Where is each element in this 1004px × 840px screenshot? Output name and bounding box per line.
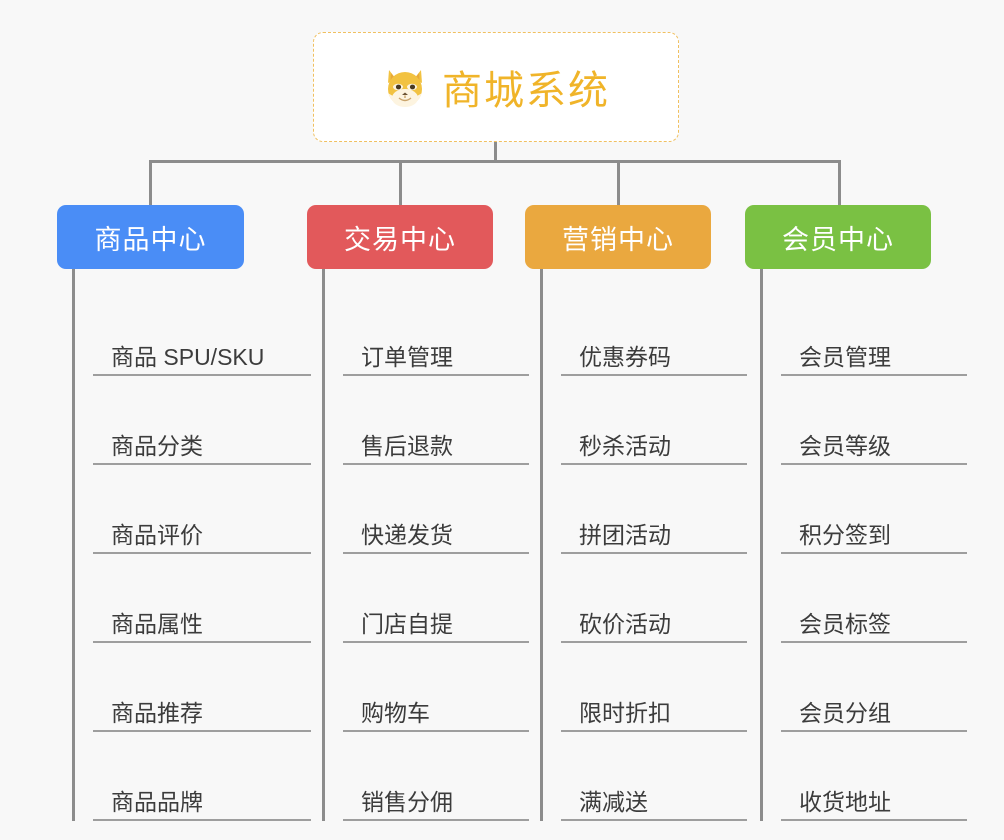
list-item[interactable]: 门店自提 [343, 554, 529, 643]
leaf-list-0: 商品 SPU/SKU 商品分类 商品评价 商品属性 商品推荐 商品品牌 [72, 269, 311, 821]
connector-drop-商品中心 [149, 160, 152, 205]
leaf-label: 商品品牌 [111, 788, 203, 815]
leaf-list-1: 订单管理 售后退款 快递发货 门店自提 购物车 销售分佣 [322, 269, 529, 821]
connector-drop-会员中心 [838, 160, 841, 205]
list-item[interactable]: 商品品牌 [93, 732, 311, 821]
category-column-3: 会员中心 会员管理 会员等级 积分签到 会员标签 会员分组 收货地址 [745, 205, 967, 821]
category-header-2[interactable]: 营销中心 [525, 205, 711, 269]
list-item[interactable]: 会员分组 [781, 643, 967, 732]
leaf-label: 售后退款 [361, 432, 453, 459]
leaf-label: 会员分组 [799, 699, 891, 726]
leaf-label: 限时折扣 [579, 699, 671, 726]
category-header-1[interactable]: 交易中心 [307, 205, 493, 269]
leaf-label: 收货地址 [799, 788, 891, 815]
leaf-label: 满减送 [579, 788, 648, 815]
list-item[interactable]: 积分签到 [781, 465, 967, 554]
root-node[interactable]: 商城系统 [313, 32, 679, 142]
list-item[interactable]: 销售分佣 [343, 732, 529, 821]
list-item[interactable]: 售后退款 [343, 376, 529, 465]
leaf-label: 快递发货 [361, 521, 453, 548]
list-item[interactable]: 商品分类 [93, 376, 311, 465]
leaf-label: 商品评价 [111, 521, 203, 548]
list-item[interactable]: 满减送 [561, 732, 747, 821]
list-item[interactable]: 收货地址 [781, 732, 967, 821]
category-header-0[interactable]: 商品中心 [57, 205, 244, 269]
category-column-0: 商品中心 商品 SPU/SKU 商品分类 商品评价 商品属性 商品推荐 商品品牌 [57, 205, 311, 821]
connector-drop-营销中心 [617, 160, 620, 205]
leaf-label: 会员标签 [799, 610, 891, 637]
leaf-label: 购物车 [361, 699, 430, 726]
leaf-list-3: 会员管理 会员等级 积分签到 会员标签 会员分组 收货地址 [760, 269, 967, 821]
leaf-label: 会员管理 [799, 343, 891, 370]
leaf-label: 商品分类 [111, 432, 203, 459]
list-item[interactable]: 会员标签 [781, 554, 967, 643]
leaf-label: 门店自提 [361, 610, 453, 637]
leaf-label: 订单管理 [361, 343, 453, 370]
connector-root-stem [494, 142, 497, 162]
connector-horizontal-bus [149, 160, 840, 163]
category-label-3: 会员中心 [782, 224, 894, 255]
leaf-list-2: 优惠券码 秒杀活动 拼团活动 砍价活动 限时折扣 满减送 [540, 269, 747, 821]
category-column-2: 营销中心 优惠券码 秒杀活动 拼团活动 砍价活动 限时折扣 满减送 [525, 205, 747, 821]
connector-drop-交易中心 [399, 160, 402, 205]
list-item[interactable]: 砍价活动 [561, 554, 747, 643]
leaf-label: 优惠券码 [579, 343, 671, 370]
leaf-label: 商品属性 [111, 610, 203, 637]
leaf-label: 商品推荐 [111, 699, 203, 726]
leaf-label: 会员等级 [799, 432, 891, 459]
list-item[interactable]: 商品属性 [93, 554, 311, 643]
list-item[interactable]: 会员管理 [781, 287, 967, 376]
list-item[interactable]: 订单管理 [343, 287, 529, 376]
leaf-label: 砍价活动 [579, 610, 671, 637]
category-label-0: 商品中心 [94, 224, 207, 255]
leaf-label: 拼团活动 [579, 521, 671, 548]
list-item[interactable]: 会员等级 [781, 376, 967, 465]
list-item[interactable]: 限时折扣 [561, 643, 747, 732]
category-column-1: 交易中心 订单管理 售后退款 快递发货 门店自提 购物车 销售分佣 [307, 205, 529, 821]
list-item[interactable]: 秒杀活动 [561, 376, 747, 465]
list-item[interactable]: 优惠券码 [561, 287, 747, 376]
root-title: 商城系统 [442, 69, 610, 113]
leaf-label: 商品 SPU/SKU [111, 343, 265, 370]
list-item[interactable]: 商品推荐 [93, 643, 311, 732]
category-label-1: 交易中心 [344, 224, 456, 255]
list-item[interactable]: 购物车 [343, 643, 529, 732]
leaf-label: 销售分佣 [361, 788, 453, 815]
category-header-3[interactable]: 会员中心 [745, 205, 931, 269]
list-item[interactable]: 快递发货 [343, 465, 529, 554]
list-item[interactable]: 商品评价 [93, 465, 311, 554]
category-label-2: 营销中心 [562, 224, 674, 255]
list-item[interactable]: 拼团活动 [561, 465, 747, 554]
leaf-label: 积分签到 [799, 521, 891, 548]
list-item[interactable]: 商品 SPU/SKU [93, 287, 311, 376]
leaf-label: 秒杀活动 [579, 432, 671, 459]
shiba-dog-face-icon [382, 64, 428, 110]
